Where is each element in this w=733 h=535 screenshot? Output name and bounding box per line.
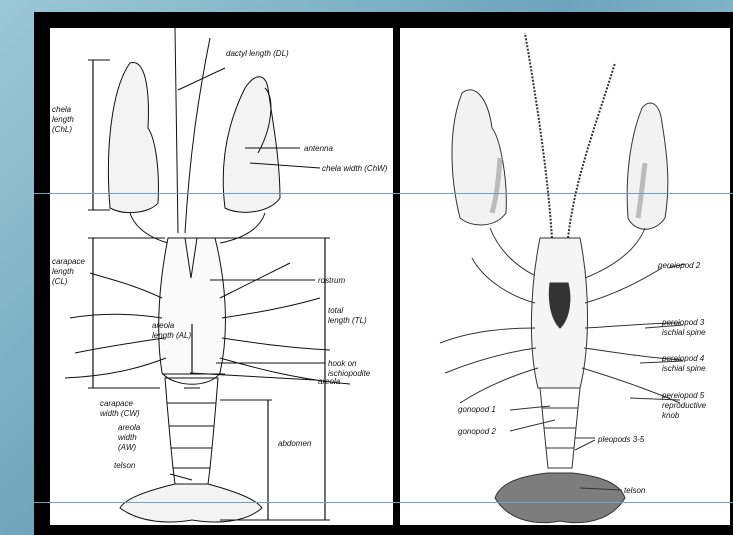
label-areola-length-2: length (AL)	[152, 331, 191, 340]
label-pereiopod-5-knob: knob	[662, 411, 680, 420]
ventral-crayfish-diagram: pereiopod 2 pereiopod 3 ischial spine pe…	[400, 28, 730, 525]
label-areola-length-1: areola	[152, 321, 175, 330]
label-total-length-2: length (TL)	[328, 316, 367, 325]
left-chela	[108, 62, 158, 212]
right-chela	[223, 77, 280, 213]
label-telson: telson	[114, 461, 136, 470]
label-chela-width: chela width (ChW)	[322, 164, 388, 173]
label-chela-length-3: (ChL)	[52, 125, 72, 134]
label-rostrum: rostrum	[318, 276, 345, 285]
label-areola-width-3: (AW)	[118, 443, 136, 452]
guide-line-lower	[34, 502, 733, 503]
label-areola-width-1: areola	[118, 423, 141, 432]
label-gonopod-2: gonopod 2	[458, 427, 496, 436]
label-total-length-1: total	[328, 306, 343, 315]
label-carapace-length-2: length	[52, 267, 74, 276]
right-panel-left-chela	[452, 90, 506, 225]
label-carapace-width-2: width (CW)	[100, 409, 140, 418]
label-carapace-width-1: carapace	[100, 399, 133, 408]
dorsal-crayfish-svg: dactyl length (DL) chela length (ChL) an…	[50, 28, 393, 525]
label-abdomen: abdomen	[278, 439, 312, 448]
tail-fan	[120, 484, 262, 522]
label-hook-1: hook on	[328, 359, 357, 368]
label-telson-right: telson	[624, 486, 646, 495]
label-carapace-length-1: carapace	[52, 257, 85, 266]
label-pereiopod-5: pereiopod 5	[661, 391, 705, 400]
label-chela-length-1: chela	[52, 105, 72, 114]
label-antenna: antenna	[304, 144, 333, 153]
ventral-crayfish-svg: pereiopod 2 pereiopod 3 ischial spine pe…	[400, 28, 730, 525]
label-gonopod-1: gonopod 1	[458, 405, 496, 414]
label-pereiopod-4-spine: ischial spine	[662, 364, 706, 373]
label-pleopods: pleopods 3-5	[597, 435, 645, 444]
dorsal-crayfish-diagram: dactyl length (DL) chela length (ChL) an…	[50, 28, 393, 525]
label-areola-width-2: width	[118, 433, 137, 442]
label-dactyl-length: dactyl length (DL)	[226, 49, 289, 58]
label-chela-length-2: length	[52, 115, 74, 124]
right-panel-right-chela	[627, 103, 668, 229]
label-pereiopod-4: pereiopod 4	[661, 354, 705, 363]
label-pereiopod-3: pereiopod 3	[661, 318, 705, 327]
label-carapace-length-3: (CL)	[52, 277, 68, 286]
label-areola: areola	[318, 377, 341, 386]
label-pereiopod-5-reproductive: reproductive	[662, 401, 707, 410]
right-panel-tail-fan	[495, 473, 625, 523]
label-pereiopod-3-spine: ischial spine	[662, 328, 706, 337]
label-pereiopod-2: pereiopod 2	[657, 261, 701, 270]
guide-line-upper	[34, 193, 733, 194]
